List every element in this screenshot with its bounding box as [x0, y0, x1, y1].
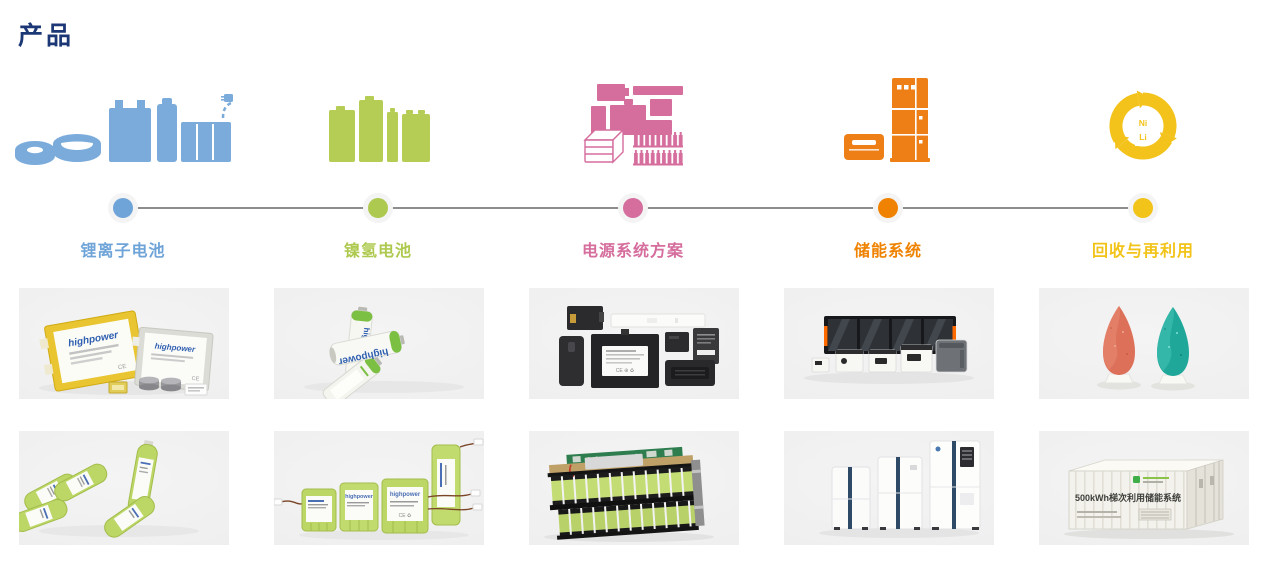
storage-system-icon[interactable] [842, 78, 934, 171]
liion-pouch-cells-photo[interactable]: highpower CE highpower CE [19, 288, 229, 399]
liion-batteries-icon[interactable] [13, 92, 233, 175]
category-label-recycle[interactable]: 回收与再利用 [1091, 243, 1194, 260]
brand-text: highpower [154, 342, 196, 355]
svg-text:CE: CE [118, 364, 127, 371]
home-storage-cabinets-photo[interactable] [784, 431, 994, 545]
svg-text:CE ♻: CE ♻ [399, 513, 412, 519]
brand-text: highpower [390, 492, 421, 498]
timeline-dot-recycle [1133, 198, 1153, 218]
category-label-liion[interactable]: 锂离子电池 [80, 243, 166, 260]
nimh-batteries-icon[interactable] [323, 96, 433, 169]
category-label-nimh[interactable]: 镍氢电池 [343, 243, 412, 260]
storage-container-photo[interactable]: 500kWh梯次利用储能系统 [1039, 431, 1249, 545]
page-title: 产品 [18, 22, 75, 50]
timeline-dot-power [623, 198, 643, 218]
category-label-storage[interactable]: 储能系统 [853, 243, 922, 260]
battery-module-photo[interactable] [529, 431, 739, 545]
brand-text: highpower [345, 494, 374, 500]
timeline-dot-liion [113, 198, 133, 218]
device-battery-packs-photo[interactable]: CE ⊕ ♻ [529, 288, 739, 399]
svg-text:CE: CE [191, 376, 199, 383]
portable-power-stations-photo[interactable] [784, 288, 994, 399]
container-label-text: 500kWh梯次利用储能系统 [1075, 492, 1181, 503]
recycle-icon[interactable]: Ni Li [1096, 82, 1190, 175]
svg-text:CE ⊕ ♻: CE ⊕ ♻ [616, 368, 635, 374]
recycle-ni-label: Ni [1139, 118, 1148, 128]
liion-cylindrical-cells-photo[interactable] [19, 431, 229, 545]
timeline-dot-storage [878, 198, 898, 218]
timeline-dot-nimh [368, 198, 388, 218]
recycle-li-label: Li [1139, 132, 1147, 142]
nimh-aa-batteries-photo[interactable]: highpower highpower [274, 288, 484, 399]
nimh-battery-packs-photo[interactable]: highpower highpower CE ♻ [274, 431, 484, 545]
power-system-icon[interactable] [581, 84, 685, 173]
recycled-material-powders-photo[interactable] [1039, 288, 1249, 399]
category-label-power[interactable]: 电源系统方案 [581, 243, 684, 260]
